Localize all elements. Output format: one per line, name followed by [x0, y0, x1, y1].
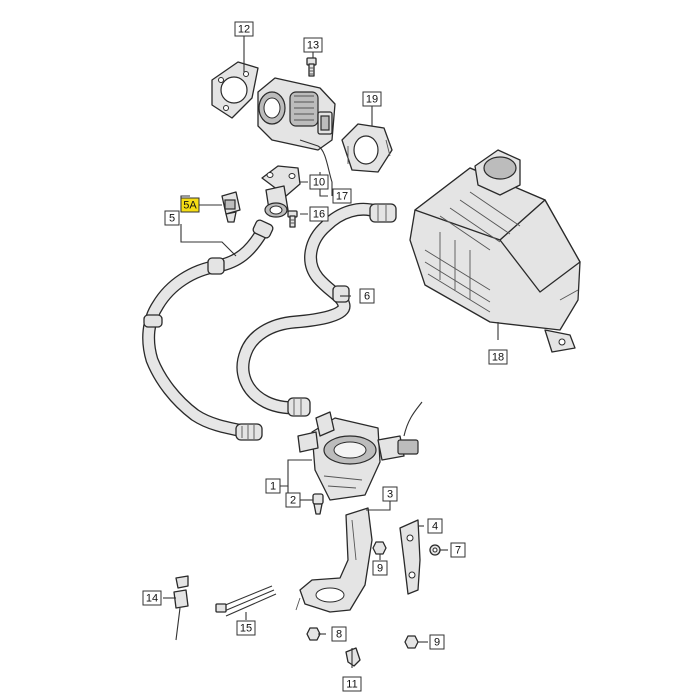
callout-c12: 12	[234, 21, 254, 37]
callout-box	[450, 542, 466, 558]
callout-c17: 17	[332, 188, 352, 204]
callout-c15: 15	[236, 620, 256, 636]
callout-number: 9	[434, 637, 440, 649]
callout-c9b: 9	[429, 634, 445, 650]
callout-number: 5	[169, 213, 175, 225]
callout-number: 8	[336, 629, 342, 641]
callout-box	[309, 174, 329, 190]
callout-number: 10	[313, 177, 325, 189]
nut-8	[306, 627, 321, 641]
callout-number: 17	[336, 191, 348, 203]
callout-number: 9	[377, 563, 383, 575]
callout-c18: 18	[488, 349, 508, 365]
callout-number: 16	[313, 209, 325, 221]
hose-5	[142, 219, 274, 441]
callout-box	[331, 626, 347, 642]
callout-c1: 1	[265, 478, 281, 494]
valve-2	[312, 493, 324, 515]
callout-box	[285, 492, 301, 508]
callout-box	[309, 206, 329, 222]
callout-box	[234, 21, 254, 37]
callout-box	[236, 620, 256, 636]
callout-box	[164, 210, 180, 226]
callout-number: 13	[307, 40, 319, 52]
callout-c7: 7	[450, 542, 466, 558]
nut-9-lower	[404, 635, 419, 649]
callout-c8: 8	[331, 626, 347, 642]
callout-c19: 19	[362, 91, 382, 107]
callout-box	[359, 288, 375, 304]
callout-c5: 5	[164, 210, 180, 226]
callout-number: 11	[346, 679, 357, 691]
nut-9-upper	[372, 541, 387, 555]
callout-c10: 10	[309, 174, 329, 190]
connector-10	[261, 165, 301, 218]
callout-number: 15	[240, 623, 252, 635]
callout-c6: 6	[359, 288, 375, 304]
callout-number: 5A	[183, 200, 197, 212]
callout-c11: 11	[342, 676, 362, 692]
callout-number: 19	[366, 94, 378, 106]
callout-c16: 16	[309, 206, 329, 222]
clip-11	[345, 647, 361, 667]
leader-lines	[163, 36, 499, 668]
callout-c4: 4	[427, 518, 443, 534]
callout-box	[332, 188, 352, 204]
callout-box	[303, 37, 323, 53]
callout-number: 12	[238, 24, 250, 36]
callout-box	[180, 197, 200, 213]
callout-c13: 13	[303, 37, 323, 53]
bracket-3	[295, 507, 373, 613]
callout-box	[382, 486, 398, 502]
callout-c9a: 9	[372, 560, 388, 576]
callout-number: 3	[387, 489, 393, 501]
callout-number: 14	[146, 593, 158, 605]
nut-7	[429, 544, 441, 556]
callout-box	[142, 590, 162, 606]
callout-c3: 3	[382, 486, 398, 502]
flange-19	[341, 123, 393, 173]
callout-box	[362, 91, 382, 107]
callout-number: 6	[364, 291, 370, 303]
callout-c14: 14	[142, 590, 162, 606]
callout-box	[429, 634, 445, 650]
cable-holder-14	[173, 575, 189, 641]
callout-number: 4	[432, 521, 438, 533]
cable-ties-15	[215, 585, 277, 617]
secondary-air-pump-1	[297, 401, 423, 501]
callout-number: 7	[455, 545, 461, 557]
gasket-12	[211, 61, 259, 119]
bracket-4	[399, 519, 421, 595]
egr-valve-17	[257, 77, 336, 151]
callout-number: 2	[290, 495, 296, 507]
callout-box	[488, 349, 508, 365]
air-filter-housing-18	[409, 149, 581, 353]
callout-box	[372, 560, 388, 576]
callout-number: 1	[270, 481, 276, 493]
callout-c2: 2	[285, 492, 301, 508]
callout-box	[265, 478, 281, 494]
callout-box	[427, 518, 443, 534]
callout-number: 18	[492, 352, 504, 364]
hose-6	[236, 202, 397, 417]
bolt-13	[306, 57, 317, 77]
sensor-5a	[221, 191, 241, 223]
bolt-16	[287, 210, 298, 228]
callout-c5a: 5A	[180, 197, 200, 213]
callout-box	[342, 676, 362, 692]
